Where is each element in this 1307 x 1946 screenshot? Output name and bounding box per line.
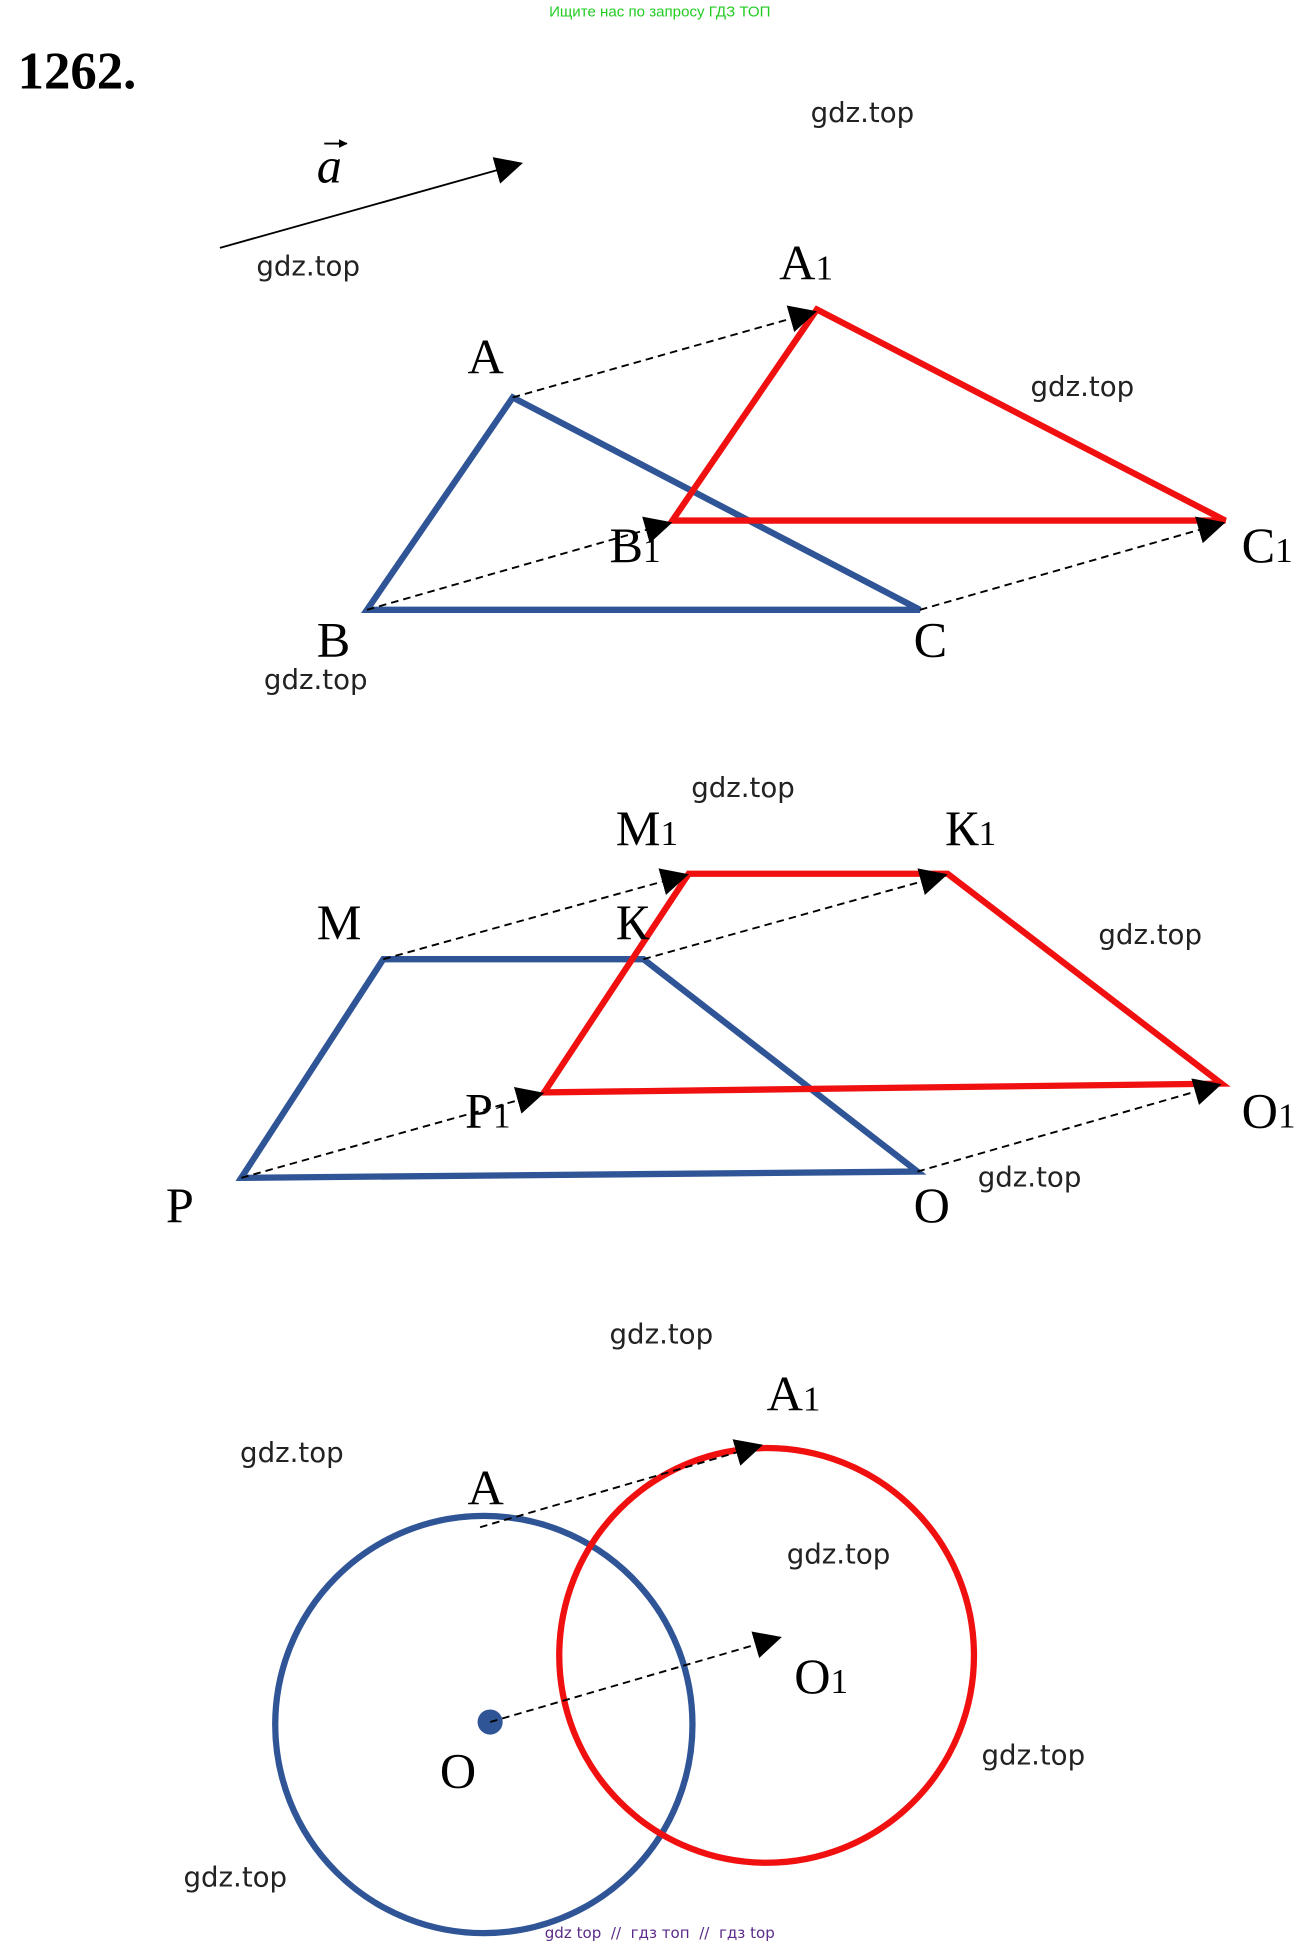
watermark: gdz.top <box>240 1436 344 1469</box>
label-M1: M1 <box>616 800 678 856</box>
translation-o <box>489 1631 782 1723</box>
quad-mkop <box>235 956 927 1182</box>
watermarks: gdz.top gdz.top gdz.top gdz.top gdz.top … <box>183 96 1202 1893</box>
triangle-abc <box>360 393 922 613</box>
label-P: P <box>166 1177 194 1233</box>
translation-k <box>643 868 948 961</box>
header-banner[interactable]: Ищите нас по запросу ГДЗ ТОП <box>549 4 770 21</box>
figure-circle: A O A1 O1 <box>272 1365 978 1937</box>
label-M: M <box>317 894 362 950</box>
triangle-a1b1c1 <box>666 305 1227 524</box>
label-K: К <box>616 894 650 950</box>
translation-p <box>241 1087 545 1179</box>
label-B: B <box>317 611 351 667</box>
label-O: O <box>440 1742 476 1798</box>
label-K1: К1 <box>945 800 996 856</box>
label-A: A <box>468 329 504 385</box>
watermark: gdz.top <box>1031 370 1135 403</box>
watermark: gdz.top <box>691 771 795 804</box>
watermark: gdz.top <box>1098 918 1202 951</box>
watermark: gdz.top <box>256 250 360 283</box>
watermark: gdz.top <box>982 1739 1086 1772</box>
label-O: O <box>914 1177 950 1233</box>
watermark: gdz.top <box>183 1861 287 1894</box>
label-C1: C1 <box>1242 517 1293 573</box>
translation-b <box>366 516 673 611</box>
figure-triangle: A B C A1 B1 C1 <box>317 234 1293 667</box>
label-O1: O1 <box>794 1648 848 1704</box>
footer-links[interactable]: gdz top // гдз топ // гдз top <box>545 1924 775 1942</box>
label-P1: P1 <box>465 1083 511 1139</box>
problem-number: 1262. <box>18 42 137 100</box>
figure-quadrilateral: M К O P M1 К1 O1 P1 <box>166 800 1296 1233</box>
watermark: gdz.top <box>787 1538 891 1571</box>
label-A: A <box>468 1460 504 1516</box>
translation-c <box>919 516 1226 611</box>
translation-o <box>917 1078 1222 1173</box>
translation-a <box>479 1439 763 1529</box>
translation-m <box>383 868 689 961</box>
vector-a-label: a <box>317 138 342 194</box>
watermark: gdz.top <box>811 96 915 129</box>
watermark: gdz.top <box>978 1161 1082 1194</box>
watermark: gdz.top <box>264 663 368 696</box>
label-B1: B1 <box>610 517 661 573</box>
watermark: gdz.top <box>610 1318 714 1351</box>
label-C: C <box>914 611 948 667</box>
circle-o <box>272 1512 696 1937</box>
translation-a <box>512 305 818 399</box>
label-O1: O1 <box>1242 1083 1296 1139</box>
vector-a <box>219 157 523 249</box>
circle-o1 <box>556 1444 978 1866</box>
label-A1: A1 <box>767 1365 821 1421</box>
label-A1: A1 <box>779 234 833 290</box>
